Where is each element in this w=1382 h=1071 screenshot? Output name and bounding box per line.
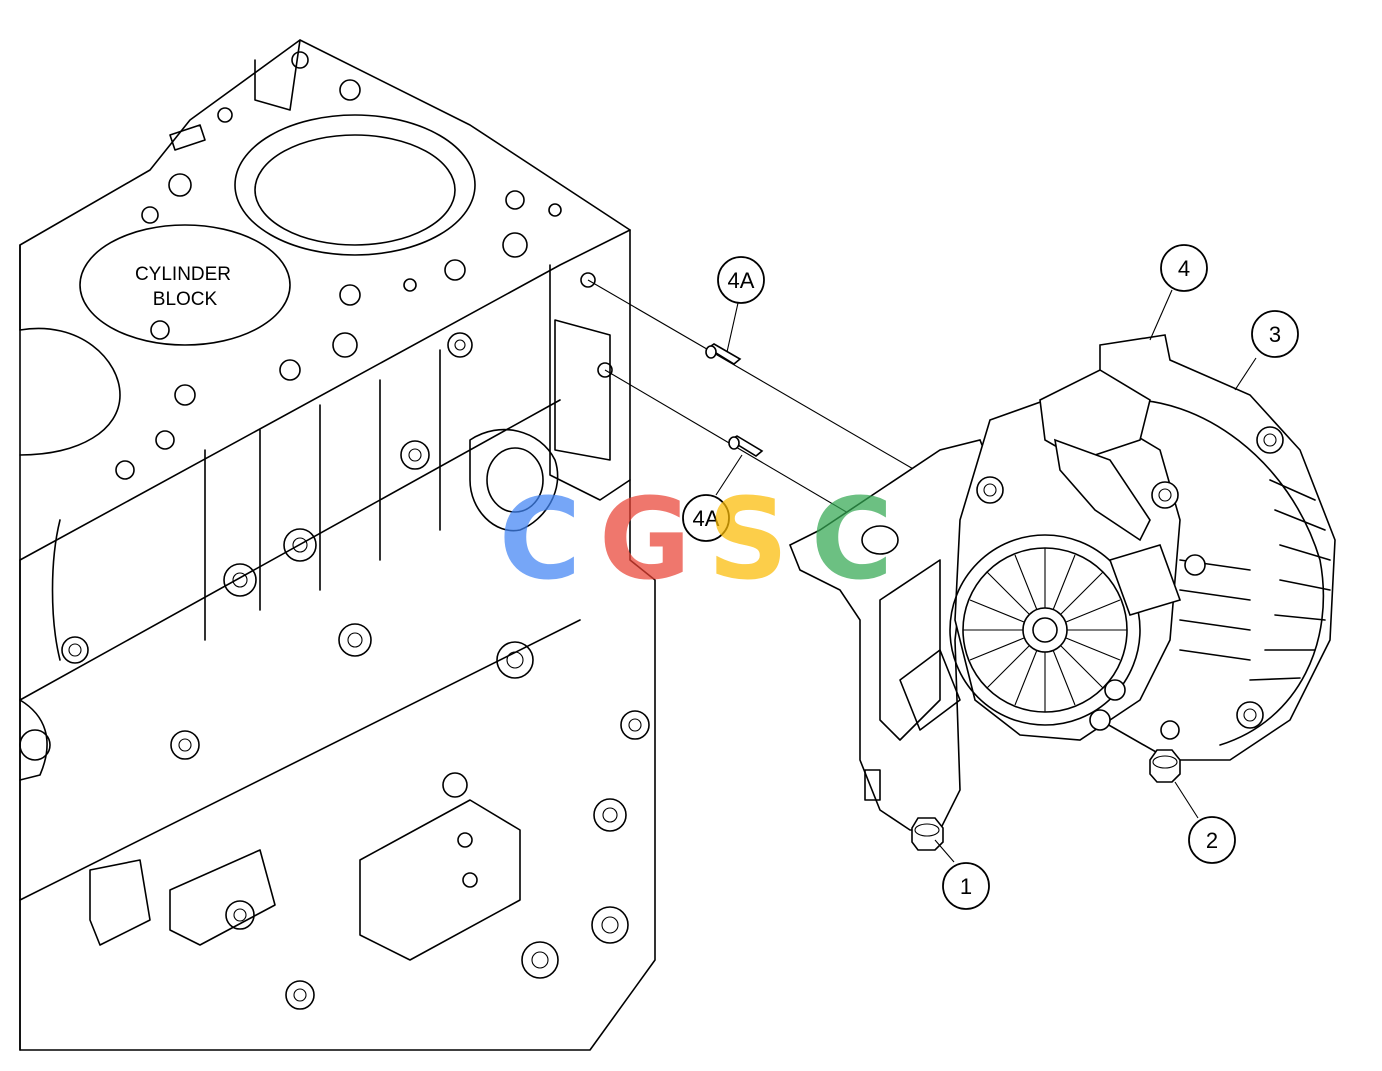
callout-2-label: 2 [1206, 828, 1218, 853]
callout-4a-mid: 4A [682, 494, 730, 542]
dowel-pins [587, 279, 916, 521]
callout-2: 2 [1188, 816, 1236, 864]
block-label-line-2: BLOCK [153, 289, 218, 310]
watermark-letter-4: C [811, 475, 893, 605]
callout-3: 3 [1251, 310, 1299, 358]
callout-1-label: 1 [960, 874, 972, 899]
watermark-letter-3: S [708, 475, 789, 605]
alternator-bolt [1149, 749, 1181, 783]
callout-4-label: 4 [1178, 256, 1190, 281]
watermark-logo: C G S C [499, 475, 893, 605]
callout-4a-top-label: 4A [728, 268, 755, 293]
callout-4a-top: 4A [717, 256, 765, 304]
callout-1: 1 [942, 862, 990, 910]
callout-leaders [715, 289, 1257, 863]
cylinder-block: CYLINDER BLOCK [19, 39, 656, 1051]
callout-3-label: 3 [1269, 322, 1281, 347]
bracket-bolt [911, 817, 944, 851]
block-label-line-1: CYLINDER [135, 264, 231, 285]
watermark-letter-2: G [599, 475, 691, 605]
callout-4a-mid-label: 4A [693, 506, 720, 531]
watermark-letter-1: C [499, 475, 581, 605]
callout-4: 4 [1160, 244, 1208, 292]
alternator [949, 334, 1336, 761]
